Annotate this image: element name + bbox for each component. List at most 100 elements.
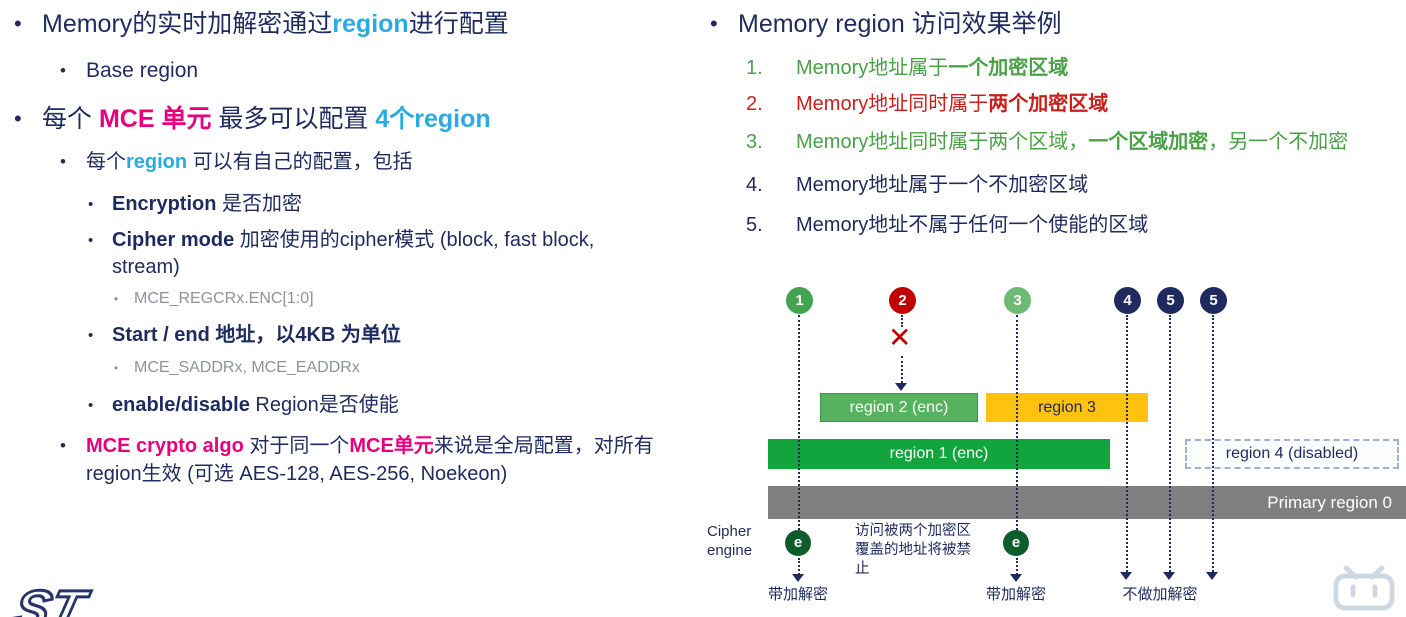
bullet-line-enable-disable: • enable/disable Region是否使能 xyxy=(10,392,665,419)
line-text: MCE_SADDRx, MCE_EADDRx xyxy=(134,357,665,379)
list-number: 4. xyxy=(746,174,763,196)
line-text: Memory地址属于一个加密区域 xyxy=(796,55,1406,82)
arrow-down-icon xyxy=(1120,572,1132,580)
bullet-icon: • xyxy=(114,361,119,375)
bullet-icon: • xyxy=(88,397,94,414)
memory-region-diagram: 1 2 3 4 5 5 ✕ region 2 (enc) region 3 re… xyxy=(705,282,1406,617)
line-text: MCE crypto algo 对于同一个MCE单元来说是全局配置，对所有reg… xyxy=(86,432,665,488)
access-line-1-tail xyxy=(798,558,800,575)
cipher-engine-label: Cipher engine xyxy=(707,523,753,559)
st-logo-text: ST xyxy=(7,579,96,617)
right-title-line: • Memory region 访问效果举例 xyxy=(706,8,1406,40)
bullet-line-region-config: • Memory的实时加解密通过region进行配置 xyxy=(10,8,665,40)
list-item-case1: 1. Memory地址属于一个加密区域 xyxy=(706,55,1406,82)
text-segment: Memory region 访问效果举例 xyxy=(738,10,1062,38)
text-segment-accent: MCE 单元 xyxy=(98,105,212,133)
text-segment-bold: Cipher mode xyxy=(112,229,235,251)
line-text: Base region xyxy=(86,57,665,85)
text-segment: Memory地址属于一个不加密区域 xyxy=(796,174,1089,196)
list-item-case3: 3. Memory地址同时属于两个区域，一个区域加密，另一个不加密 xyxy=(706,129,1406,156)
marker-circle-5a: 5 xyxy=(1157,287,1184,314)
text-segment: 进行配置 xyxy=(408,10,509,38)
text-segment: Memory地址同时属于 xyxy=(796,93,989,115)
list-item-case2: 2. Memory地址同时属于两个加密区域 xyxy=(706,91,1406,118)
text-segment: Memory地址不属于任何一个使能的区域 xyxy=(796,214,1149,236)
list-number: 3. xyxy=(746,131,763,153)
text-segment-bold: Start / end 地址，以4KB 为单位 xyxy=(112,324,401,346)
forbidden-x-icon: ✕ xyxy=(888,322,912,353)
arrow-down-icon xyxy=(1163,572,1175,580)
bullet-icon: • xyxy=(88,196,94,213)
bullet-line-start-end: • Start / end 地址，以4KB 为单位 xyxy=(10,322,665,349)
access-line-5b xyxy=(1212,315,1214,572)
bullet-line-base-region: • Base region xyxy=(10,57,665,85)
bullet-icon: • xyxy=(710,11,718,36)
text-segment: Base region xyxy=(86,59,199,82)
bullet-icon: • xyxy=(88,232,94,249)
text-segment-bold: 一个区域加密 xyxy=(1088,131,1209,153)
result-label-encrypted-1: 带加解密 xyxy=(767,586,828,603)
text-segment: 每个 xyxy=(86,151,126,173)
bullet-line-crypto-algo: • MCE crypto algo 对于同一个MCE单元来说是全局配置，对所有r… xyxy=(10,432,665,488)
text-segment-accent: region xyxy=(332,10,409,38)
text-segment: Memory的实时加解密通过 xyxy=(42,10,333,38)
text-segment: 最多可以配置 xyxy=(211,105,376,133)
text-segment-bold: 两个加密区域 xyxy=(988,93,1109,115)
bullet-icon: • xyxy=(88,327,94,344)
bullet-icon: • xyxy=(60,152,66,171)
text-segment: Region是否使能 xyxy=(249,394,399,416)
arrow-down-icon xyxy=(1206,572,1218,580)
line-text: 每个 MCE 单元 最多可以配置 4个region xyxy=(42,103,665,135)
line-text: Encryption 是否加密 xyxy=(112,191,665,218)
bullet-line-regcr-register: • MCE_REGCRx.ENC[1:0] xyxy=(10,288,665,310)
marker-circle-1: 1 xyxy=(786,287,813,314)
line-text: Memory地址同时属于两个区域，一个区域加密，另一个不加密 xyxy=(796,129,1406,156)
text-segment: 可以有自己的配置，包括 xyxy=(187,151,413,173)
bullet-line-region-own-config: • 每个region 可以有自己的配置，包括 xyxy=(10,148,665,176)
region4-disabled-bar: region 4 (disabled) xyxy=(1185,439,1399,469)
marker-circle-3: 3 xyxy=(1004,287,1031,314)
marker-circle-5b: 5 xyxy=(1200,287,1227,314)
bullet-line-saddr-register: • MCE_SADDRx, MCE_EADDRx xyxy=(10,357,665,379)
arrow-down-icon xyxy=(895,383,907,391)
marker-circle-4: 4 xyxy=(1114,287,1141,314)
line-text: enable/disable Region是否使能 xyxy=(112,392,665,419)
text-segment: MCE_REGCRx.ENC[1:0] xyxy=(134,290,314,307)
bullet-icon: • xyxy=(60,436,66,455)
text-segment: Memory地址属于 xyxy=(796,57,949,79)
line-text: Memory地址同时属于两个加密区域 xyxy=(796,91,1406,118)
bullet-line-encryption: • Encryption 是否加密 xyxy=(10,191,665,218)
text-segment: ，另一个不加密 xyxy=(1208,131,1349,153)
region1-bar: region 1 (enc) xyxy=(768,439,1110,469)
list-number: 1. xyxy=(746,57,763,79)
left-column: • Memory的实时加解密通过region进行配置 • Base region… xyxy=(10,0,665,488)
text-segment-accent: region xyxy=(126,151,188,173)
line-text: Memory的实时加解密通过region进行配置 xyxy=(42,8,665,40)
list-number: 5. xyxy=(746,214,763,236)
line-text: Memory地址属于一个不加密区域 xyxy=(796,172,1406,199)
text-segment: 加密使用的cipher模式 (block, fast block, stream… xyxy=(112,229,595,278)
bullet-icon: • xyxy=(14,106,22,131)
access-line-3-tail xyxy=(1016,558,1018,575)
text-segment-accent: MCE crypto algo xyxy=(86,435,244,457)
primary-region0-bar: Primary region 0 xyxy=(768,486,1406,519)
list-item-case5: 5. Memory地址不属于任何一个使能的区域 xyxy=(706,212,1406,239)
access-line-3 xyxy=(1016,315,1018,530)
line-text: Memory地址不属于任何一个使能的区域 xyxy=(796,212,1406,239)
access-line-2-lower xyxy=(901,356,903,383)
line-text: 每个region 可以有自己的配置，包括 xyxy=(86,148,665,176)
list-number: 2. xyxy=(746,93,763,115)
text-segment: 对于同一个 xyxy=(243,435,350,457)
line-text: Start / end 地址，以4KB 为单位 xyxy=(112,322,665,349)
text-segment: Memory地址同时属于两个区域， xyxy=(796,131,1089,153)
bullet-icon: • xyxy=(60,61,66,80)
region3-bar: region 3 xyxy=(986,393,1148,422)
text-segment-accent: 4个region xyxy=(375,105,491,133)
text-segment-bold: Encryption xyxy=(112,193,217,215)
bullet-line-cipher-mode: • Cipher mode 加密使用的cipher模式 (block, fast… xyxy=(10,227,665,281)
result-label-encrypted-2: 带加解密 xyxy=(985,586,1046,603)
access-line-2-upper xyxy=(901,315,903,327)
arrow-down-icon xyxy=(1010,574,1022,582)
text-segment-bold: 一个加密区域 xyxy=(948,57,1069,79)
